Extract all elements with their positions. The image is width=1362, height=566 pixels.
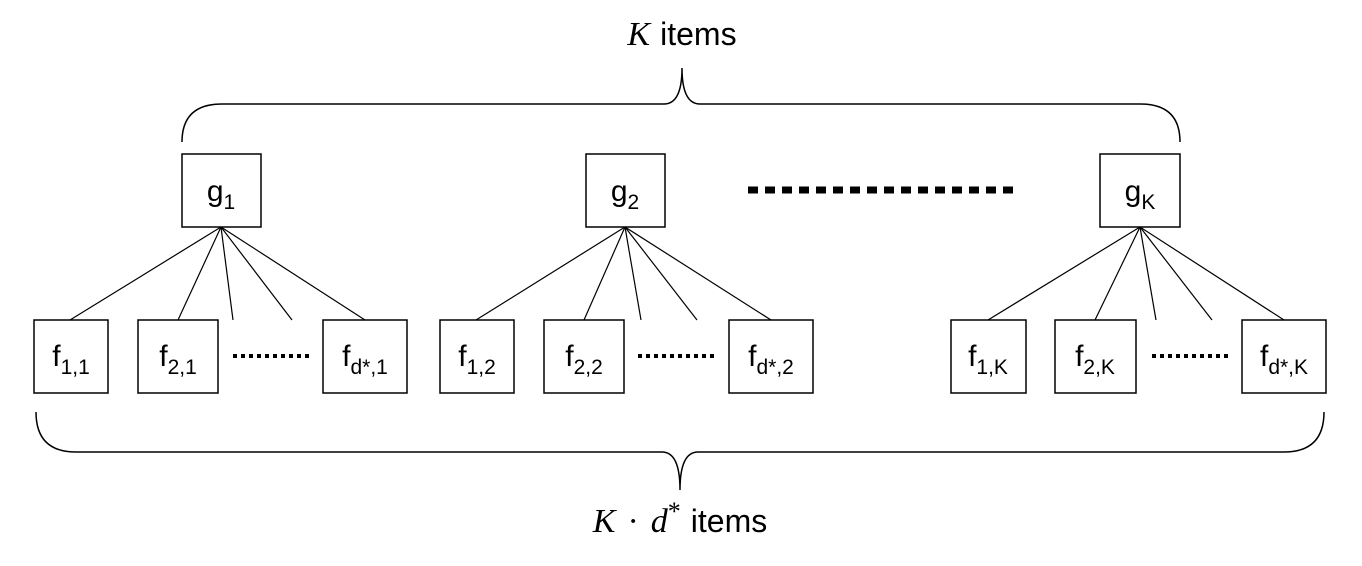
node-f2k-label: f2,K: [1075, 340, 1115, 379]
group-2: g2 f1,2 f2,2 fd*,2: [439, 153, 814, 394]
top-brace: [181, 67, 1181, 143]
edge-g1-hidden-1: [220, 226, 234, 321]
node-f12: [439, 319, 515, 394]
edge-gk-fdk: [1139, 226, 1285, 321]
node-f2k: [1054, 319, 1137, 394]
node-g1-label: g1: [207, 175, 235, 214]
node-f22-label: f2,2: [565, 340, 603, 379]
bottom-label: K· d* items: [592, 497, 767, 540]
node-g2: [585, 153, 666, 228]
node-g1: [181, 153, 262, 228]
edge-g1-fd1: [220, 226, 366, 321]
node-fd2-label: fd*,2: [748, 340, 794, 379]
edge-g1-f11: [69, 226, 222, 321]
bottom-label-star: *: [668, 497, 681, 526]
edge-g2-f12: [475, 226, 626, 321]
node-f21-label: f2,1: [159, 340, 197, 379]
node-fdk: [1241, 319, 1327, 394]
node-f12-label: f1,2: [458, 340, 496, 379]
edge-g1-f21: [177, 226, 222, 321]
group-1: g1 f1,1 f2,1 fd*,1: [33, 153, 408, 394]
edge-g2-f22: [583, 226, 626, 321]
edge-gk-f1k: [987, 226, 1141, 321]
node-f1k-label: f1,K: [968, 340, 1008, 379]
node-g2-label: g2: [611, 175, 639, 214]
edge-gk-f2k: [1094, 226, 1141, 321]
node-f22: [543, 319, 625, 394]
node-fdk-label: fd*,K: [1260, 340, 1308, 379]
node-fd2: [728, 319, 814, 394]
node-f11: [33, 319, 109, 394]
node-f1k: [950, 319, 1027, 394]
bottom-label-var: K: [592, 503, 618, 540]
node-gk: [1099, 153, 1181, 228]
edge-g2-fd2: [624, 226, 772, 321]
top-label-word: items: [660, 16, 736, 52]
top-label-var: K: [626, 16, 652, 53]
edge-g2-hidden-1: [624, 226, 642, 321]
bottom-label-var2: d: [651, 503, 669, 540]
node-f21: [137, 319, 219, 394]
node-fd1: [322, 319, 408, 394]
group-k: gK f1,K f2,K fd*,K: [950, 153, 1327, 394]
node-f11-label: f1,1: [52, 340, 90, 379]
bottom-brace: [35, 411, 1325, 491]
edge-g1-hidden-2: [220, 226, 293, 321]
node-fd1-label: fd*,1: [342, 340, 388, 379]
edge-gk-hidden-1: [1139, 226, 1157, 321]
bottom-label-word: items: [691, 503, 767, 539]
edge-gk-hidden-2: [1139, 226, 1213, 321]
bottom-label-dot: ·: [627, 503, 638, 540]
node-gk-label: gK: [1125, 175, 1156, 214]
edge-g2-hidden-2: [624, 226, 698, 321]
